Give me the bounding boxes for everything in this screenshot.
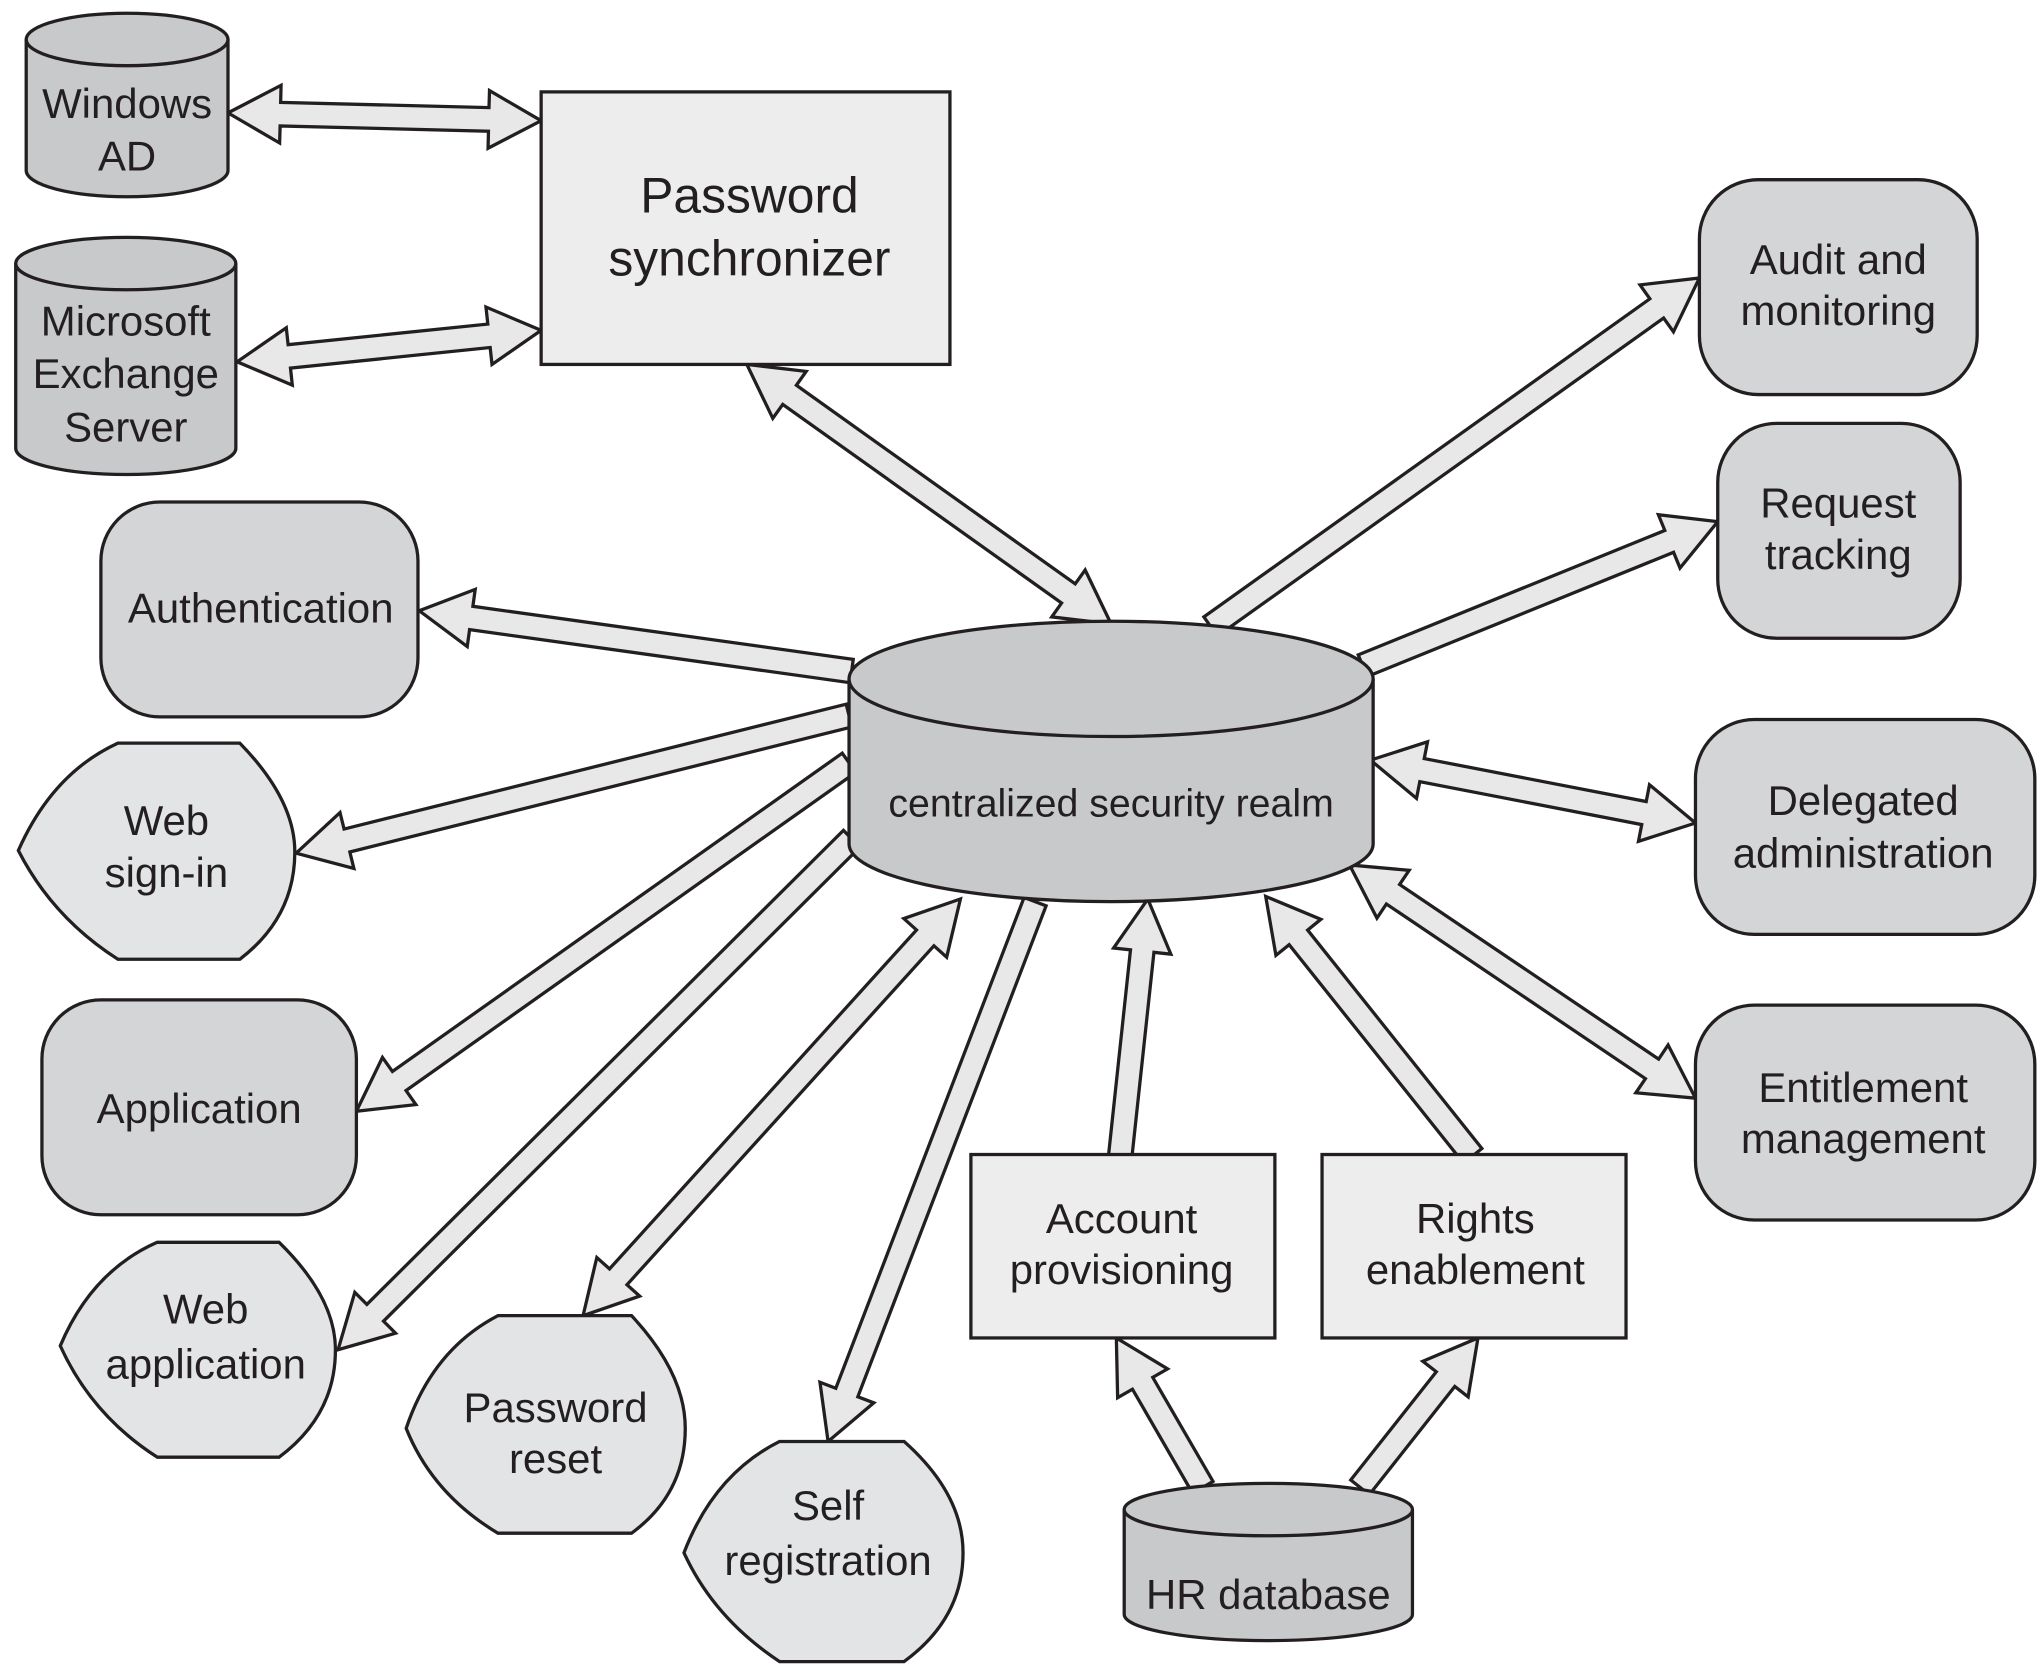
node-label: Audit and — [1750, 236, 1927, 283]
node-label: registration — [724, 1537, 931, 1584]
arrow-center-to-web-signin — [292, 702, 854, 871]
node-account-provisioning[interactable]: Account provisioning — [969, 1152, 1277, 1340]
arrow-center-to-delegated-admin — [1367, 739, 1699, 844]
node-label: monitoring — [1740, 287, 1936, 334]
arrow-center-to-application — [353, 750, 859, 1114]
node-label: Application — [97, 1085, 302, 1132]
node-label: Delegated — [1768, 777, 1959, 824]
node-application[interactable]: Application — [40, 998, 359, 1217]
arrow-password-sync-to-center — [744, 362, 1114, 626]
node-label: Microsoft — [41, 298, 211, 345]
node-label: Request — [1760, 480, 1916, 527]
arrow-center-to-web-application — [335, 828, 863, 1353]
arrow-center-to-request-tracking — [1356, 512, 1721, 679]
node-hr-database[interactable]: HR database — [1122, 1481, 1415, 1643]
arrow-center-to-self-registration — [817, 895, 1049, 1445]
node-label: reset — [509, 1435, 603, 1482]
node-delegated-administration[interactable]: Delegated administration — [1693, 717, 2037, 937]
node-web-application[interactable]: Web application — [58, 1240, 338, 1459]
node-centralized-security-realm[interactable]: centralized security realm — [847, 619, 1375, 904]
node-label: sign-in — [105, 849, 228, 896]
arrow-password-reset-to-center — [580, 896, 963, 1319]
node-label: Server — [64, 404, 187, 451]
node-label: provisioning — [1010, 1246, 1234, 1293]
center-label: centralized security realm — [888, 781, 1334, 825]
node-label: AD — [98, 133, 156, 180]
node-web-signin[interactable]: Web sign-in — [16, 741, 297, 961]
node-label: Windows — [42, 80, 212, 127]
node-label: Web — [124, 797, 209, 844]
node-label: management — [1741, 1115, 1986, 1162]
arrow-exchange-to-password-sync — [233, 304, 545, 388]
node-label: synchronizer — [608, 230, 890, 286]
node-label: Authentication — [128, 585, 394, 632]
node-label: HR database — [1146, 1571, 1391, 1618]
arrow-hr-database-to-rights-enablement — [1348, 1335, 1481, 1497]
arrow-windows-ad-to-password-sync — [224, 82, 545, 151]
node-label: administration — [1733, 830, 1994, 877]
node-exchange-server[interactable]: Microsoft Exchange Server — [14, 235, 238, 477]
node-windows-ad[interactable]: Windows AD — [24, 11, 230, 199]
arrow-center-to-audit — [1201, 275, 1703, 639]
node-label: Entitlement — [1758, 1064, 1968, 1111]
node-label: application — [106, 1341, 306, 1388]
node-self-registration[interactable]: Self registration — [682, 1439, 965, 1664]
node-password-synchronizer[interactable]: Password synchronizer — [539, 90, 952, 367]
node-authentication[interactable]: Authentication — [99, 500, 420, 719]
node-label: Self — [792, 1482, 865, 1529]
diagram-nodes: Windows AD Microsoft Exchange Server Pas… — [14, 11, 2037, 1664]
node-password-reset[interactable]: Password reset — [404, 1314, 687, 1535]
node-label: Password — [464, 1384, 648, 1431]
arrow-rights-enablement-to-center — [1263, 893, 1485, 1166]
connection-arrows — [224, 82, 1721, 1497]
node-label: Password — [640, 167, 859, 223]
node-label: Exchange — [33, 350, 219, 397]
node-label: Rights — [1416, 1195, 1535, 1242]
arrow-hr-database-to-account-provisioning — [1114, 1335, 1216, 1496]
node-label: Web — [163, 1286, 248, 1333]
node-rights-enablement[interactable]: Rights enablement — [1320, 1152, 1628, 1340]
node-label: enablement — [1366, 1246, 1585, 1293]
node-label: tracking — [1765, 531, 1912, 578]
arrow-account-provisioning-to-center — [1106, 895, 1174, 1159]
node-label: Account — [1046, 1195, 1198, 1242]
node-entitlement-management[interactable]: Entitlement management — [1693, 1003, 2037, 1222]
arrow-center-to-authentication — [415, 586, 856, 685]
node-request-tracking[interactable]: Request tracking — [1716, 421, 1962, 640]
node-audit-monitoring[interactable]: Audit and monitoring — [1697, 178, 1979, 397]
